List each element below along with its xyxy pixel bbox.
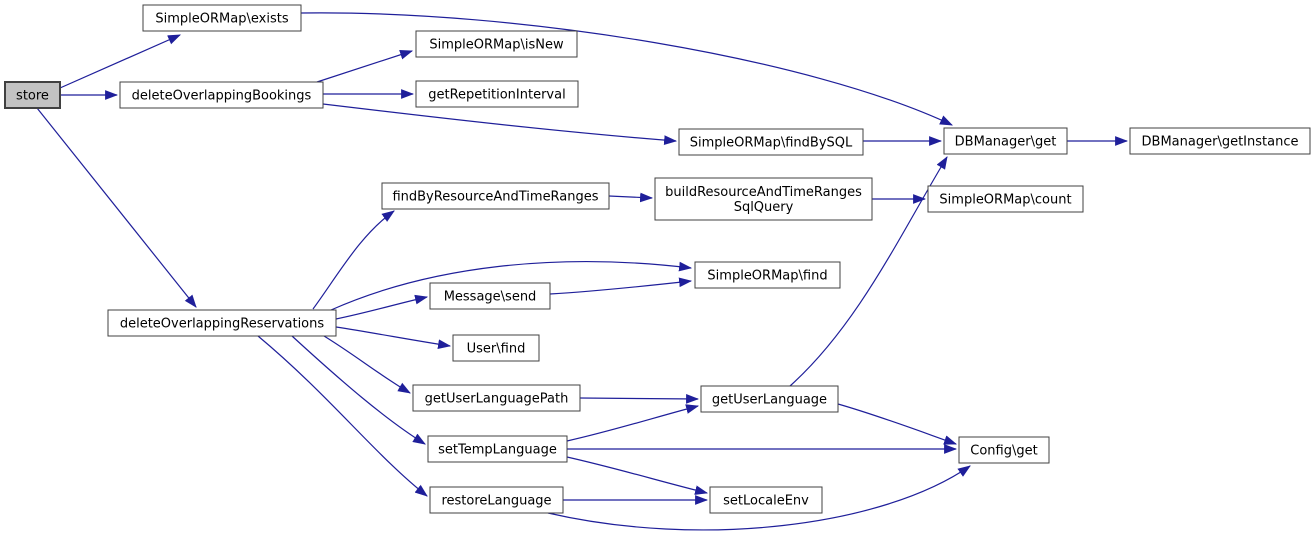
- edge-delete-overlapping-reservations-to-simpleormap-find: [330, 261, 693, 311]
- graph-node-config-get[interactable]: Config\get: [958, 436, 1050, 464]
- edge-message-send-to-simpleormap-find: [549, 277, 693, 295]
- graph-node-label: SimpleORMap\findBySQL: [690, 136, 853, 151]
- graph-node-label: Config\get: [970, 444, 1037, 459]
- edge-get-user-language-to-config-get: [837, 403, 958, 445]
- edge-simpleormap-exists-to-dbmanager-get: [300, 12, 953, 126]
- graph-node-label: User\find: [467, 342, 526, 357]
- edge-store-to-delete-overlapping-reservations: [36, 107, 197, 308]
- graph-node-dbmanager-getinstance[interactable]: DBManager\getInstance: [1129, 127, 1311, 155]
- graph-node-simpleormap-find[interactable]: SimpleORMap\find: [694, 261, 841, 289]
- edge-delete-overlapping-reservations-to-user-find: [335, 326, 452, 350]
- edge-delete-overlapping-reservations-to-message-send: [335, 294, 429, 320]
- graph-node-user-find[interactable]: User\find: [452, 334, 540, 362]
- graph-node-find-by-resource-and-time-ranges[interactable]: findByResourceAndTimeRanges: [381, 182, 610, 210]
- graph-node-delete-overlapping-bookings[interactable]: deleteOverlappingBookings: [119, 81, 324, 109]
- graph-node-label: SimpleORMap\count: [939, 193, 1071, 208]
- graph-node-label: getUserLanguagePath: [425, 392, 569, 407]
- graph-node-message-send[interactable]: Message\send: [429, 282, 551, 310]
- graph-node-label: findByResourceAndTimeRanges: [392, 190, 598, 205]
- graph-node-simpleormap-count[interactable]: SimpleORMap\count: [927, 185, 1084, 213]
- graph-node-label: deleteOverlappingReservations: [120, 317, 325, 332]
- edge-store-to-simpleormap-exists: [59, 34, 181, 89]
- graph-node-set-locale-env[interactable]: setLocaleEnv: [709, 486, 823, 514]
- graph-node-label: SimpleORMap\find: [707, 269, 827, 284]
- edge-delete-overlapping-reservations-to-restore-language: [257, 335, 428, 497]
- edge-delete-overlapping-reservations-to-get-user-language-path: [323, 335, 411, 394]
- edge-delete-overlapping-bookings-to-simpleormap-isnew: [316, 50, 414, 83]
- graph-node-dbmanager-get[interactable]: DBManager\get: [943, 127, 1068, 155]
- graph-node-label: restoreLanguage: [441, 494, 551, 509]
- edge-delete-overlapping-reservations-to-set-temp-language: [291, 335, 426, 445]
- graph-node-get-repetition-interval[interactable]: getRepetitionInterval: [415, 80, 579, 108]
- edge-delete-overlapping-reservations-to-find-by-resource-and-time-ranges: [312, 210, 395, 310]
- graph-node-label: DBManager\getInstance: [1142, 135, 1299, 150]
- graph-node-label: getRepetitionInterval: [428, 88, 565, 103]
- graph-node-set-temp-language[interactable]: setTempLanguage: [427, 435, 568, 463]
- edge-find-by-resource-and-time-ranges-to-build-resource-and-time-ranges-sql-query: [608, 192, 654, 203]
- graph-node-simpleormap-isnew[interactable]: SimpleORMap\isNew: [415, 30, 578, 58]
- graph-node-store[interactable]: store: [4, 81, 61, 109]
- graph-node-get-user-language[interactable]: getUserLanguage: [700, 385, 839, 413]
- graph-node-label: DBManager\get: [955, 135, 1057, 150]
- graph-node-restore-language[interactable]: restoreLanguage: [429, 486, 564, 514]
- graph-node-label: store: [16, 89, 49, 104]
- graph-node-label: Message\send: [444, 290, 537, 305]
- graph-node-label: setTempLanguage: [438, 443, 557, 458]
- edge-set-temp-language-to-get-user-language: [566, 404, 700, 442]
- graph-node-label: getUserLanguage: [712, 393, 827, 408]
- edge-get-user-language-path-to-get-user-language: [579, 394, 700, 404]
- graph-node-label: deleteOverlappingBookings: [132, 89, 312, 104]
- edge-set-temp-language-to-set-locale-env: [566, 456, 709, 495]
- graph-node-get-user-language-path[interactable]: getUserLanguagePath: [412, 384, 581, 412]
- graph-node-delete-overlapping-reservations[interactable]: deleteOverlappingReservations: [107, 309, 337, 337]
- edge-restore-language-to-config-get: [547, 465, 971, 531]
- graph-node-simpleormap-findbysql[interactable]: SimpleORMap\findBySQL: [678, 128, 864, 156]
- graph-node-simpleormap-exists[interactable]: SimpleORMap\exists: [142, 4, 302, 32]
- edge-delete-overlapping-bookings-to-simpleormap-findbysql: [322, 103, 678, 145]
- graph-node-label: SimpleORMap\isNew: [429, 38, 564, 53]
- graph-node-label: SimpleORMap\exists: [155, 12, 288, 27]
- graph-node-label: setLocaleEnv: [723, 494, 809, 509]
